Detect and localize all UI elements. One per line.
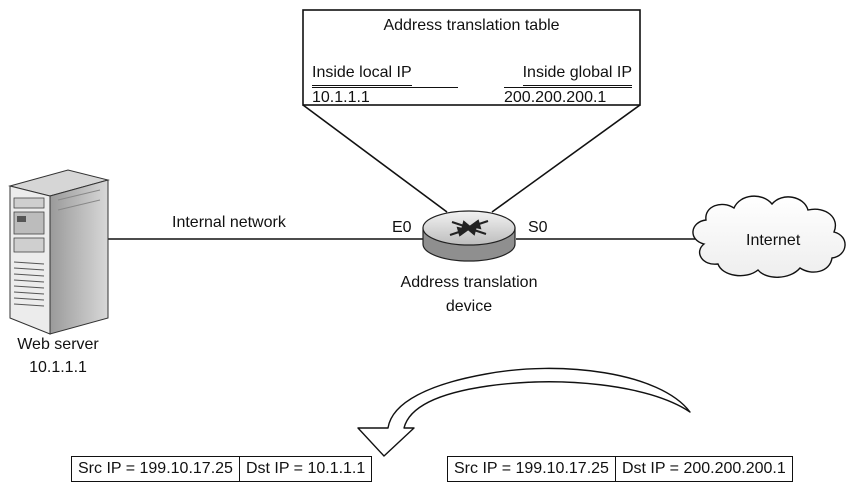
device-label-line2: device: [445, 298, 493, 315]
device-label-line1: Address translation: [400, 274, 538, 291]
packet-src-ip: Src IP = 199.10.17.25: [78, 460, 233, 477]
router-icon: [422, 210, 516, 262]
translation-table-box: [302, 9, 641, 106]
table-cell-global-ip: 200.200.200.1: [504, 87, 632, 107]
translated-packet-header: Src IP = 199.10.17.25 Dst IP = 10.1.1.1: [71, 456, 373, 482]
internet-label: Internet: [746, 232, 801, 249]
server-ip-label: 10.1.1.1: [29, 359, 87, 376]
server-icon: [8, 169, 110, 335]
curved-arrow-icon: [357, 367, 691, 457]
table-cell-local-ip: 10.1.1.1: [312, 87, 458, 107]
table-header-inside-local: Inside local IP: [312, 63, 412, 86]
cloud-icon: [692, 195, 846, 278]
callout-line-left: [302, 104, 448, 213]
table-header-inside-global: Inside global IP: [522, 63, 632, 86]
original-packet-header: Src IP = 199.10.17.25 Dst IP = 200.200.2…: [447, 456, 793, 482]
interface-s0-label: S0: [528, 219, 548, 236]
interface-e0-label: E0: [392, 219, 412, 236]
table-title: Address translation table: [383, 17, 560, 34]
callout-line-right: [491, 104, 641, 213]
internal-network-label: Internal network: [172, 214, 286, 231]
packet-dst-ip: Dst IP = 10.1.1.1: [238, 457, 371, 481]
packet-dst-ip: Dst IP = 200.200.200.1: [614, 457, 792, 481]
server-name-label: Web server: [17, 336, 99, 353]
packet-src-ip: Src IP = 199.10.17.25: [454, 460, 609, 477]
